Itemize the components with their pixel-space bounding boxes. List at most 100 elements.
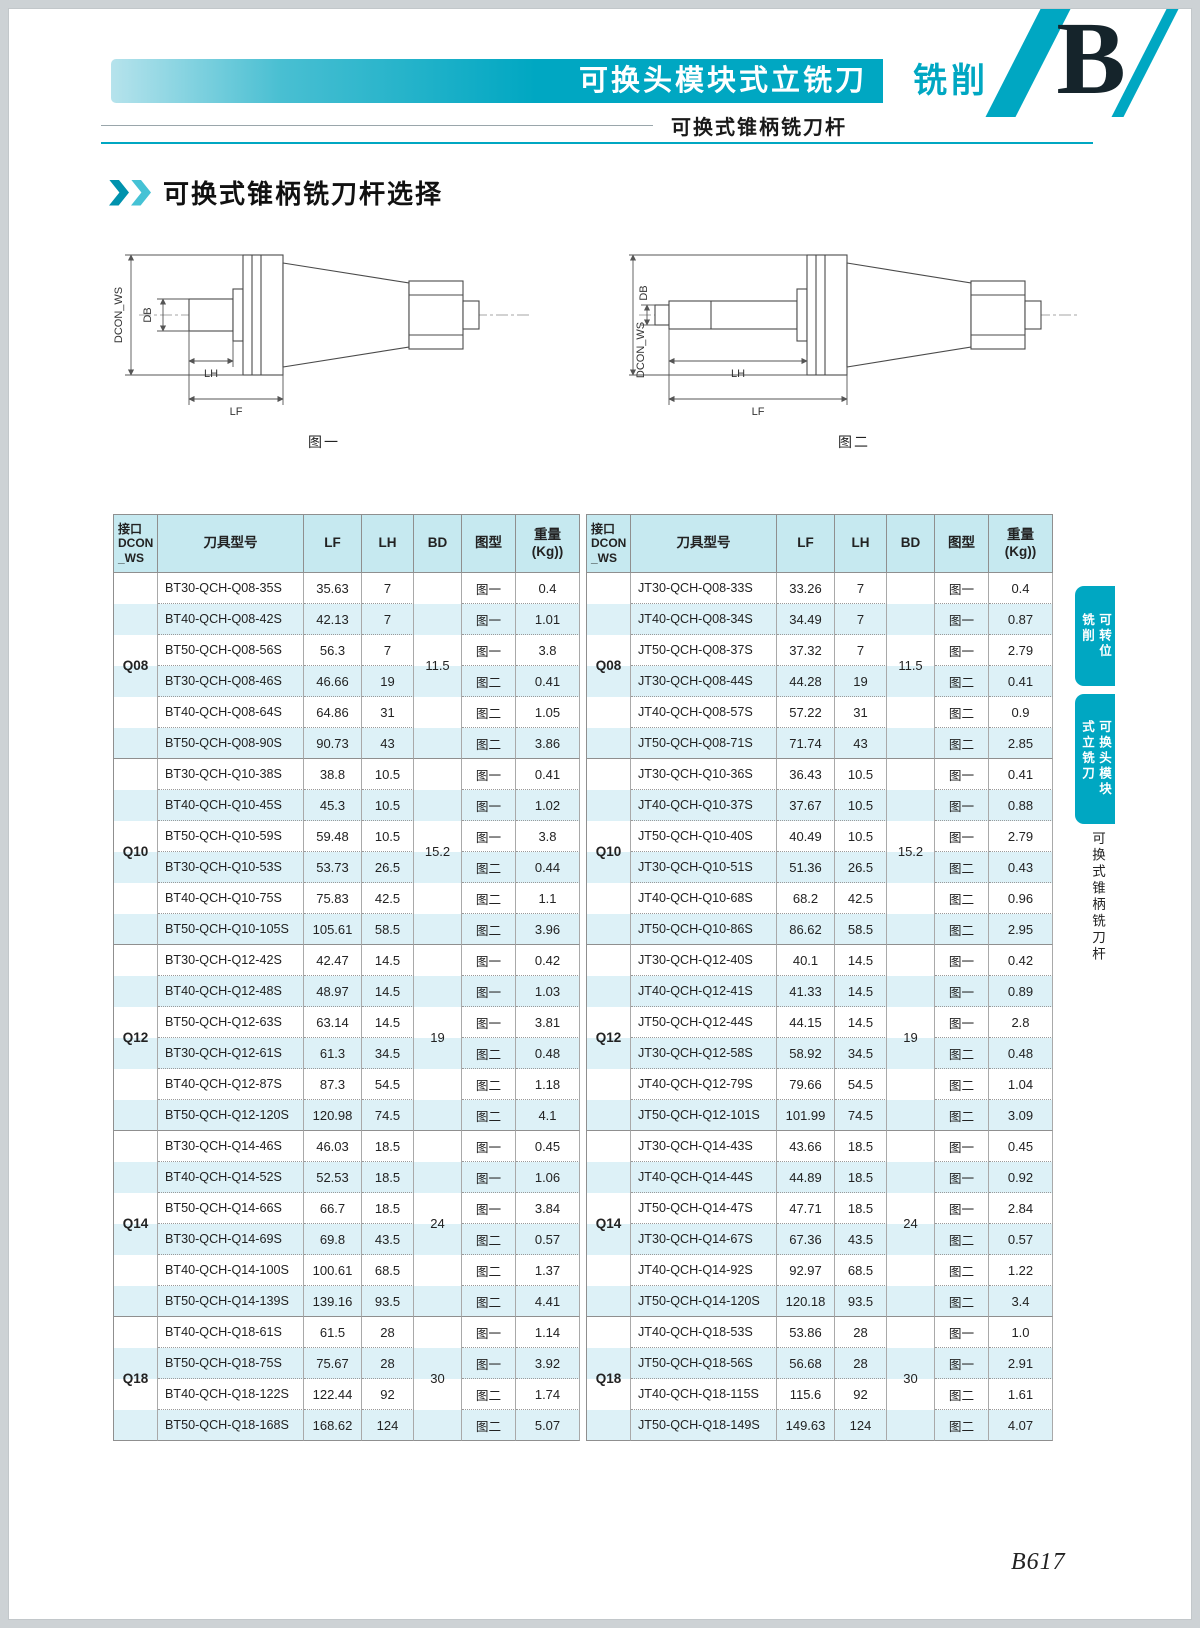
model-cell: BT30-QCH-Q10-38S <box>158 759 304 790</box>
lh-cell: 34.5 <box>835 1038 887 1069</box>
model-cell: JT40-QCH-Q14-92S <box>631 1255 777 1286</box>
weight-cell: 0.92 <box>989 1162 1053 1193</box>
lf-cell: 42.47 <box>304 945 362 976</box>
weight-cell: 0.41 <box>516 759 580 790</box>
lh-cell: 43.5 <box>362 1224 414 1255</box>
catalog-page: 可换头模块式立铣刀 铣削 B 可换式锥柄铣刀杆 可换式锥柄铣刀杆选择 <box>8 8 1192 1620</box>
weight-cell: 3.92 <box>516 1348 580 1379</box>
model-cell: JT40-QCH-Q18-115S <box>631 1379 777 1410</box>
lf-cell: 37.32 <box>777 635 835 666</box>
figure-type-cell: 图一 <box>462 945 516 976</box>
weight-cell: 1.0 <box>989 1317 1053 1348</box>
col-header-lf: LF <box>777 515 835 573</box>
lh-cell: 10.5 <box>362 821 414 852</box>
bd-cell: 15.2 <box>414 759 462 945</box>
group-interface-cell: Q10 <box>587 759 631 945</box>
col-header-weight: 重量 (Kg)) <box>989 515 1053 573</box>
lh-cell: 14.5 <box>362 945 414 976</box>
figure-type-cell: 图二 <box>935 1100 989 1131</box>
weight-cell: 1.61 <box>989 1379 1053 1410</box>
model-cell: JT50-QCH-Q14-47S <box>631 1193 777 1224</box>
figure-type-cell: 图一 <box>462 604 516 635</box>
figure-type-cell: 图一 <box>462 759 516 790</box>
weight-cell: 1.04 <box>989 1069 1053 1100</box>
model-cell: BT50-QCH-Q10-59S <box>158 821 304 852</box>
weight-cell: 1.02 <box>516 790 580 821</box>
figure-type-cell: 图一 <box>462 976 516 1007</box>
chevron-icon <box>109 179 129 206</box>
lh-cell: 28 <box>362 1348 414 1379</box>
group-interface-cell: Q18 <box>587 1317 631 1441</box>
weight-cell: 3.86 <box>516 728 580 759</box>
lh-cell: 34.5 <box>362 1038 414 1069</box>
model-cell: JT50-QCH-Q08-37S <box>631 635 777 666</box>
lh-cell: 7 <box>835 635 887 666</box>
lf-cell: 149.63 <box>777 1410 835 1441</box>
weight-cell: 3.84 <box>516 1193 580 1224</box>
lh-cell: 58.5 <box>362 914 414 945</box>
dim-label-db: DB <box>638 285 650 300</box>
lf-cell: 101.99 <box>777 1100 835 1131</box>
lh-cell: 18.5 <box>362 1162 414 1193</box>
lh-cell: 7 <box>362 604 414 635</box>
weight-cell: 3.4 <box>989 1286 1053 1317</box>
model-cell: JT40-QCH-Q14-44S <box>631 1162 777 1193</box>
col-header-lh: LH <box>362 515 414 573</box>
figure-type-cell: 图二 <box>935 1255 989 1286</box>
lf-cell: 36.43 <box>777 759 835 790</box>
lf-cell: 43.66 <box>777 1131 835 1162</box>
weight-cell: 0.41 <box>516 666 580 697</box>
lf-cell: 59.48 <box>304 821 362 852</box>
figure-type-cell: 图一 <box>935 759 989 790</box>
lh-cell: 18.5 <box>362 1131 414 1162</box>
model-cell: JT40-QCH-Q10-37S <box>631 790 777 821</box>
weight-cell: 1.1 <box>516 883 580 914</box>
weight-cell: 2.79 <box>989 635 1053 666</box>
col-header-bd: BD <box>414 515 462 573</box>
figure-type-cell: 图二 <box>462 914 516 945</box>
lh-cell: 92 <box>362 1379 414 1410</box>
lf-cell: 47.71 <box>777 1193 835 1224</box>
subtitle-row: 可换式锥柄铣刀杆 <box>101 111 1093 139</box>
page-number: B617 <box>1011 1549 1066 1575</box>
figure-type-cell: 图一 <box>935 573 989 604</box>
lf-cell: 34.49 <box>777 604 835 635</box>
lf-cell: 42.13 <box>304 604 362 635</box>
group-interface-cell: Q12 <box>587 945 631 1131</box>
figure-type-cell: 图二 <box>935 1286 989 1317</box>
bd-cell: 24 <box>414 1131 462 1317</box>
model-cell: BT40-QCH-Q18-122S <box>158 1379 304 1410</box>
figure-type-cell: 图一 <box>462 821 516 852</box>
lf-cell: 51.36 <box>777 852 835 883</box>
figure-type-cell: 图一 <box>935 1193 989 1224</box>
lf-cell: 35.63 <box>304 573 362 604</box>
lf-cell: 75.83 <box>304 883 362 914</box>
weight-cell: 0.87 <box>989 604 1053 635</box>
lf-cell: 79.66 <box>777 1069 835 1100</box>
figure-2: DB DCON_WS LH LF 图二 <box>619 215 1089 452</box>
lh-cell: 31 <box>835 697 887 728</box>
weight-cell: 2.79 <box>989 821 1053 852</box>
figure-type-cell: 图二 <box>462 1379 516 1410</box>
model-cell: JT30-QCH-Q12-40S <box>631 945 777 976</box>
lh-cell: 92 <box>835 1379 887 1410</box>
weight-cell: 0.41 <box>989 666 1053 697</box>
model-cell: BT40-QCH-Q18-61S <box>158 1317 304 1348</box>
lf-cell: 44.89 <box>777 1162 835 1193</box>
